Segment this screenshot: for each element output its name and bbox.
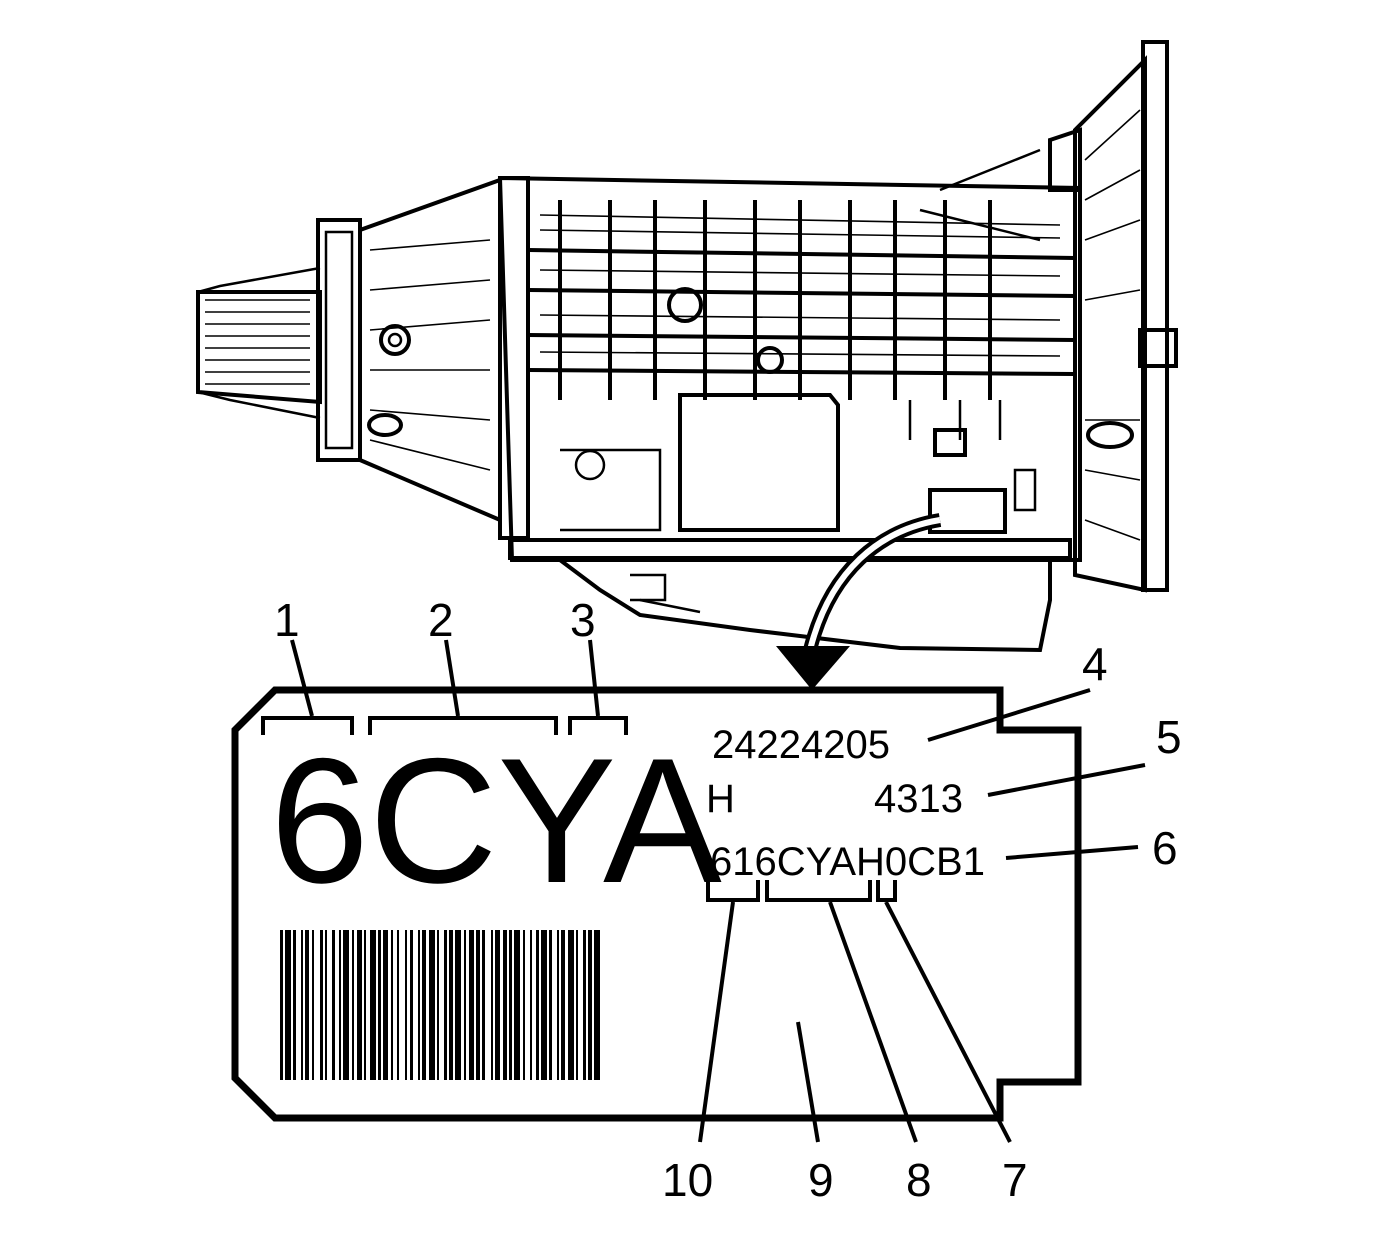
barcode-bar xyxy=(588,930,592,1080)
barcode-bar xyxy=(495,930,500,1080)
callout-9: 9 xyxy=(808,1154,834,1206)
location-arrow xyxy=(776,513,942,690)
barcode-bar xyxy=(583,930,586,1080)
barcode-bar xyxy=(325,930,327,1080)
barcode-bar xyxy=(568,930,574,1080)
leader-9 xyxy=(796,1021,820,1143)
barcode-bar xyxy=(530,930,532,1080)
oil-pan xyxy=(558,558,1052,653)
barcode-bar xyxy=(514,930,520,1080)
part-number-text: 24224205 xyxy=(712,723,890,767)
leader-10 xyxy=(698,901,735,1143)
barcode-bar xyxy=(422,930,426,1080)
barcode-bar xyxy=(352,930,354,1080)
callout-8: 8 xyxy=(906,1154,932,1206)
leader-1 xyxy=(290,639,314,717)
barcode-bar xyxy=(464,930,466,1080)
barcode-bar xyxy=(285,930,291,1080)
barcode-bar xyxy=(364,930,366,1080)
barcode-bar xyxy=(491,930,493,1080)
leader-5 xyxy=(987,763,1146,797)
bracket-2 xyxy=(368,716,558,735)
big-code-text: 6CYA xyxy=(270,721,722,920)
callout-5: 5 xyxy=(1156,711,1182,763)
barcode-bar xyxy=(437,930,439,1080)
barcode-bar xyxy=(576,930,578,1080)
barcode-bar xyxy=(320,930,323,1080)
barcode-bar xyxy=(557,930,559,1080)
transmission-illustration xyxy=(196,40,1178,653)
barcode-bar xyxy=(343,930,349,1080)
callout-6: 6 xyxy=(1152,822,1178,874)
bracket-3 xyxy=(568,716,628,735)
bracket-10 xyxy=(706,880,760,902)
id-label: 6CYA 24224205 4313 H 616CYAH0CB1 xyxy=(231,686,1082,1122)
barcode-bar xyxy=(391,930,393,1080)
label-location-marker xyxy=(928,488,1007,534)
bell-housing xyxy=(919,40,1178,593)
barcode-bar xyxy=(449,930,453,1080)
barcode-bar xyxy=(332,930,335,1080)
barcode xyxy=(280,930,600,1080)
leader-lines xyxy=(290,639,1146,1143)
barcode-bar xyxy=(305,930,309,1080)
callout-7: 7 xyxy=(1002,1154,1028,1206)
barcode-bar xyxy=(312,930,314,1080)
leader-6 xyxy=(1005,845,1139,860)
barcode-bar xyxy=(301,930,303,1080)
barcode-bar xyxy=(280,930,283,1080)
callout-1: 1 xyxy=(274,594,300,646)
barcode-bar xyxy=(429,930,435,1080)
barcode-bar xyxy=(405,930,407,1080)
barcode-bar xyxy=(357,930,362,1080)
callout-2: 2 xyxy=(428,594,454,646)
barcode-bar xyxy=(370,930,376,1080)
bracket-8 xyxy=(765,880,872,902)
barcode-bar xyxy=(383,930,388,1080)
barcode-bar xyxy=(594,930,600,1080)
barcode-bar xyxy=(549,930,552,1080)
barcode-bar xyxy=(418,930,420,1080)
callout-numbers: 1 2 3 4 5 6 7 8 9 10 xyxy=(274,594,1182,1206)
barcode-bar xyxy=(378,930,381,1080)
transmission-case xyxy=(497,175,1082,562)
bracket-1 xyxy=(261,716,354,735)
barcode-bar xyxy=(397,930,399,1080)
barcode-bar xyxy=(469,930,474,1080)
bracket-7 xyxy=(876,880,897,902)
barcode-bar xyxy=(541,930,547,1080)
barcode-bar xyxy=(503,930,507,1080)
callout-10: 10 xyxy=(662,1154,713,1206)
barcode-bar xyxy=(410,930,413,1080)
barcode-bar xyxy=(561,930,565,1080)
line-code-text: 4313 xyxy=(874,777,963,821)
barcode-bar xyxy=(293,930,296,1080)
callout-3: 3 xyxy=(570,594,596,646)
callout-4: 4 xyxy=(1082,638,1108,690)
leader-4 xyxy=(927,688,1091,742)
barcode-bar xyxy=(444,930,447,1080)
barcode-bar xyxy=(509,930,512,1080)
plant-letter-text: H xyxy=(706,777,735,821)
leader-8 xyxy=(828,901,918,1143)
barcode-bar xyxy=(339,930,341,1080)
barcode-bar xyxy=(482,930,485,1080)
leader-7 xyxy=(884,901,1012,1143)
serial-number-text: 616CYAH0CB1 xyxy=(710,840,985,884)
barcode-bar xyxy=(455,930,461,1080)
leader-3 xyxy=(588,639,600,717)
barcode-bar xyxy=(536,930,539,1080)
extension-housing xyxy=(196,177,502,524)
barcode-bar xyxy=(523,930,525,1080)
leader-2 xyxy=(444,639,460,717)
barcode-bar xyxy=(476,930,480,1080)
